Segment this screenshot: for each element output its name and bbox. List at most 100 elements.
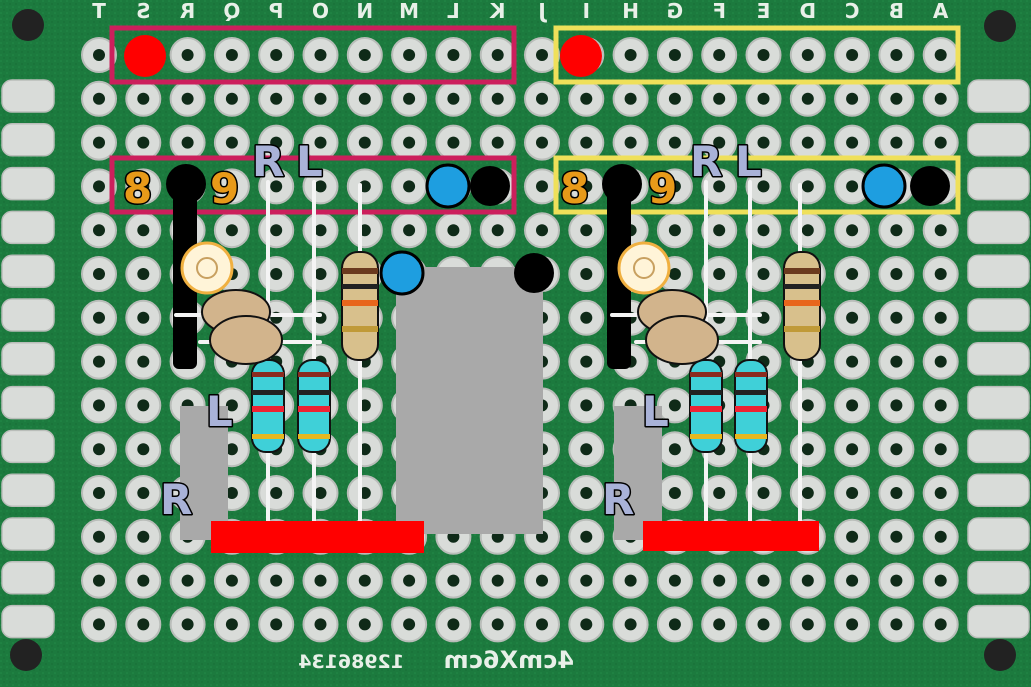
mounting-holes <box>10 9 1016 671</box>
pad <box>391 168 428 205</box>
pad <box>302 37 339 73</box>
pad <box>701 80 738 117</box>
pad <box>213 37 250 73</box>
pad <box>568 299 605 336</box>
pad <box>81 562 117 599</box>
pad <box>922 212 959 249</box>
pad <box>125 431 162 468</box>
edge-pad <box>967 123 1030 157</box>
pad <box>302 606 339 643</box>
pad <box>346 37 383 73</box>
pad <box>878 256 915 292</box>
pad <box>834 518 871 555</box>
pad <box>346 212 383 249</box>
pad <box>479 37 516 73</box>
right-resistor-2 <box>734 359 768 453</box>
column-label: O <box>312 0 329 23</box>
pad <box>878 80 915 117</box>
pad <box>568 431 605 468</box>
mounting-hole-bottom-left <box>10 639 42 671</box>
edge-pad <box>967 385 1030 420</box>
pad <box>435 80 472 117</box>
edge-pad <box>967 79 1030 113</box>
pad <box>169 124 206 161</box>
left-pin9-label: 9 <box>210 164 239 213</box>
right-black-marker-end <box>910 166 950 206</box>
pad <box>789 431 826 468</box>
pad <box>701 256 738 292</box>
pad <box>125 518 162 555</box>
column-label: H <box>622 0 639 23</box>
edge-pad <box>967 429 1030 464</box>
pad <box>656 212 693 249</box>
column-label: A <box>932 0 948 23</box>
right-l-top-label: L <box>735 137 762 186</box>
pad <box>789 387 826 424</box>
right-pin9-label: 9 <box>648 164 677 213</box>
pad <box>125 562 162 599</box>
pad <box>435 606 472 643</box>
edge-pad <box>967 473 1030 507</box>
left-l-top-label: L <box>296 137 323 186</box>
pad <box>656 80 693 117</box>
column-label: B <box>889 0 904 23</box>
pad <box>701 168 738 205</box>
pad <box>745 606 782 643</box>
right-gray-block <box>614 406 662 540</box>
right-top-row-box <box>553 25 961 85</box>
pad <box>81 212 117 249</box>
pad <box>81 606 117 643</box>
pad <box>745 475 782 511</box>
pad <box>568 212 605 249</box>
pad <box>258 256 295 292</box>
pad <box>479 80 516 117</box>
column-label: N <box>356 0 373 23</box>
pad <box>568 562 605 599</box>
pad <box>656 562 693 599</box>
pad <box>745 212 782 249</box>
right-r-top-label: R <box>690 137 722 186</box>
edge-pad <box>1 210 55 245</box>
column-label: P <box>269 0 284 23</box>
pad <box>568 343 605 380</box>
pad <box>789 80 826 117</box>
pad <box>834 212 871 249</box>
pad <box>922 562 959 599</box>
pad <box>81 124 117 161</box>
pad <box>391 606 428 643</box>
chip-black-marker <box>514 253 554 293</box>
right-red-marker <box>560 35 602 77</box>
left-pin8-label: 8 <box>123 164 152 213</box>
right-red-jumper <box>643 521 819 551</box>
pad <box>258 475 295 511</box>
pad <box>435 562 472 599</box>
edge-pad <box>1 79 55 113</box>
mounting-hole-top-left <box>12 9 44 41</box>
pad <box>524 562 560 599</box>
silkscreen-code: 12986134 <box>298 651 404 673</box>
pad <box>922 387 959 424</box>
column-label: D <box>799 0 816 23</box>
pad <box>81 343 117 380</box>
edge-pad <box>1 298 55 332</box>
pad <box>346 475 383 511</box>
pad <box>391 212 428 249</box>
pad <box>922 475 959 511</box>
pad <box>656 475 693 511</box>
pad <box>745 168 782 205</box>
pad <box>258 212 295 249</box>
pad <box>302 124 339 161</box>
right-l-side-label: L <box>642 387 669 436</box>
pad <box>302 80 339 117</box>
pad <box>568 606 605 643</box>
pad <box>878 124 915 161</box>
pad <box>125 606 162 643</box>
pad <box>391 562 428 599</box>
pad <box>391 80 428 117</box>
left-blue-marker <box>425 163 471 209</box>
left-capacitors <box>201 289 283 365</box>
pad <box>656 431 693 468</box>
pad <box>479 124 516 161</box>
